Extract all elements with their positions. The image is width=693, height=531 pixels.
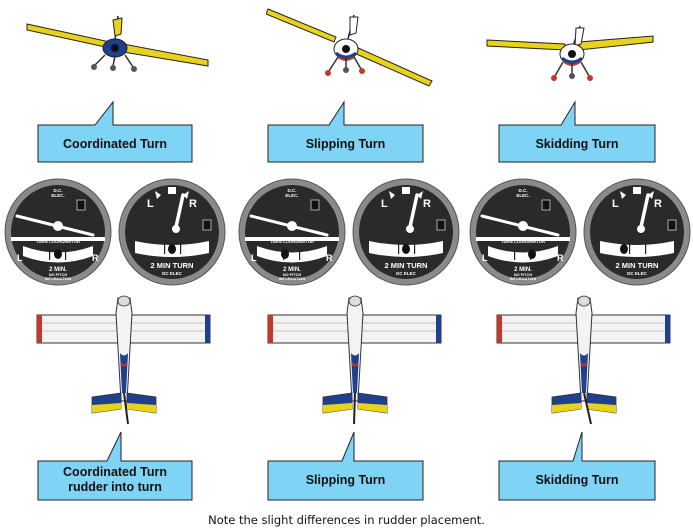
callout-box-bottom [37,431,193,501]
tc-elec-dc: D.C. [54,188,63,193]
tc-right: R [92,253,99,263]
tc-elec-dc: D.C. [288,188,297,193]
tc-info1: NO PITCH [514,273,532,277]
ts-right: R [423,198,431,210]
ts-right: R [654,198,662,210]
tc-elec: ELEC. [285,193,298,198]
ts-sub: DC ELEC [396,271,417,276]
callout-top-label: Coordinated Turn [63,137,167,151]
callout-bottom-label: Slipping Turn [268,473,423,488]
tc-title: TURN COORDINATOR [270,239,314,244]
callout-bottom-label: Skidding Turn [499,473,655,488]
callout-box-bottom [498,431,656,501]
ts-sub: DC ELEC [627,271,648,276]
callout-box-top [37,100,193,163]
ts-label: 2 MIN TURN [151,261,194,270]
figure-caption: Note the slight differences in rudder pl… [208,513,485,527]
tc-title: TURN COORDINATOR [36,239,80,244]
ts-right: R [189,198,197,210]
callout-bottom-line1: Slipping Turn [305,473,386,487]
airplane-top-view [36,295,211,425]
ts-left: L [147,198,154,210]
ts-left: L [381,198,388,210]
tc-min: 2 MIN. [514,267,532,273]
tc-info1: NO PITCH [283,273,301,277]
turn-coordinator-gauge: D.C. ELEC. TURN COORDINATOR L R 2 MIN. N… [238,178,346,286]
turn-slip-indicator: L R 2 MIN TURN DC ELEC [118,178,226,286]
callout-top-label: Skidding Turn [535,137,619,151]
tc-elec: ELEC. [516,193,529,198]
tc-right: R [557,253,564,263]
turn-coordinator-gauge: D.C. ELEC. TURN COORDINATOR L R 2 MIN. N… [469,178,577,286]
callout-box-bottom [267,431,424,501]
turn-slip-indicator: L R 2 MIN TURN DC ELEC [352,178,460,286]
tc-info1: NO PITCH [49,273,67,277]
tc-right: R [326,253,333,263]
column-skidding: Skidding Turn D.C. ELEC. TURN COORDINATO… [465,0,693,531]
airplane-top-view [267,295,442,425]
airplane-top-view [496,295,671,425]
callout-box-top [498,100,656,163]
tc-min: 2 MIN. [283,267,301,273]
column-coordinated: Coordinated Turn D.C. ELEC. TURN COORDIN… [0,0,231,531]
ts-label: 2 MIN TURN [385,261,428,270]
tc-min: 2 MIN. [49,267,67,273]
tc-info2: INFORMATION [510,277,537,281]
callout-bottom-line1: Skidding Turn [535,473,619,487]
callout-top-label: Slipping Turn [305,137,386,151]
airplane-front-view [486,25,654,81]
ts-left: L [612,198,619,210]
turn-slip-indicator: L R 2 MIN TURN DC ELEC [583,178,691,286]
column-slipping: Slipping Turn D.C. ELEC. TURN COORDINATO… [234,0,465,531]
turn-coordinator-gauge: D.C. ELEC. TURN COORDINATOR L R 2 MIN. N… [4,178,112,286]
tc-left: L [251,253,257,263]
tc-left: L [17,253,23,263]
tc-title: TURN COORDINATOR [501,239,545,244]
ts-sub: DC ELEC [162,271,183,276]
callout-bottom-line2: rudder into turn [68,480,162,494]
tc-info2: INFORMATION [279,277,306,281]
tc-elec: ELEC. [51,193,64,198]
callout-bottom-line1: Coordinated Turn [63,465,167,479]
tc-elec-dc: D.C. [519,188,528,193]
ts-label: 2 MIN TURN [616,261,659,270]
callout-bottom-label: Coordinated Turn rudder into turn [38,465,192,495]
tc-info2: INFORMATION [45,277,72,281]
callout-box-top [267,100,424,163]
airplane-front-view [266,8,433,87]
airplane-front-view [26,15,209,72]
tc-left: L [482,253,488,263]
